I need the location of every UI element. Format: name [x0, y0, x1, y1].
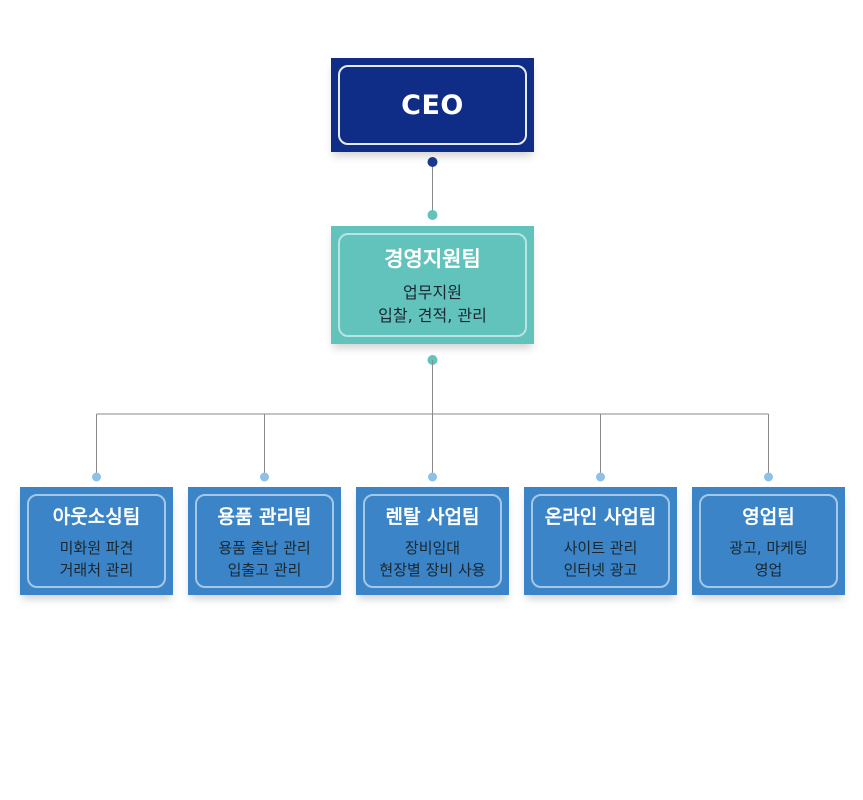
team-title: 아웃소싱팀: [52, 505, 141, 528]
team-duty: 현장별 장비 사용: [379, 560, 486, 579]
team-node-rental: 렌탈 사업팀 장비임대 현장별 장비 사용: [356, 487, 509, 595]
team-title: 영업팀: [742, 505, 795, 528]
team-node-frame: 아웃소싱팀 미화원 파견 거래처 관리: [27, 494, 166, 588]
management-support-duty: 업무지원: [403, 283, 462, 302]
team-title: 용품 관리팀: [217, 505, 312, 528]
ceo-node: CEO: [331, 58, 534, 152]
ceo-node-frame: CEO: [338, 65, 527, 145]
ceo-label: CEO: [401, 89, 464, 121]
team-duty: 용품 출납 관리: [218, 538, 311, 557]
mgmt-top-dot: [427, 210, 438, 220]
team-node-frame: 렌탈 사업팀 장비임대 현장별 장비 사용: [363, 494, 502, 588]
team-dot-5: [764, 472, 773, 482]
team-dot-2: [260, 472, 269, 482]
team-duty: 장비임대: [404, 538, 461, 557]
team-node-frame: 영업팀 광고, 마케팅 영업: [699, 494, 838, 588]
management-support-duty: 입찰, 견적, 관리: [378, 306, 487, 325]
team-duty: 미화원 파견: [59, 538, 134, 557]
team-title: 온라인 사업팀: [544, 505, 657, 528]
team-title: 렌탈 사업팀: [385, 505, 480, 528]
team-duty: 거래처 관리: [59, 560, 134, 579]
management-support-node: 경영지원팀 업무지원 입찰, 견적, 관리: [331, 226, 534, 344]
team-dot-1: [92, 472, 101, 482]
team-node-frame: 온라인 사업팀 사이트 관리 인터넷 광고: [531, 494, 670, 588]
team-node-outsourcing: 아웃소싱팀 미화원 파견 거래처 관리: [20, 487, 173, 595]
team-duty: 인터넷 광고: [563, 560, 638, 579]
team-node-online: 온라인 사업팀 사이트 관리 인터넷 광고: [524, 487, 677, 595]
team-node-supplies: 용품 관리팀 용품 출납 관리 입출고 관리: [188, 487, 341, 595]
team-duty: 사이트 관리: [563, 538, 638, 557]
management-support-frame: 경영지원팀 업무지원 입찰, 견적, 관리: [338, 233, 527, 337]
team-duty: 영업: [754, 560, 783, 579]
team-duty: 입출고 관리: [227, 560, 302, 579]
team-duty: 광고, 마케팅: [729, 538, 808, 557]
team-dot-4: [596, 472, 605, 482]
management-support-title: 경영지원팀: [384, 247, 481, 271]
team-dot-3: [428, 472, 437, 482]
team-node-frame: 용품 관리팀 용품 출납 관리 입출고 관리: [195, 494, 334, 588]
ceo-bottom-dot: [427, 157, 438, 167]
team-node-sales: 영업팀 광고, 마케팅 영업: [692, 487, 845, 595]
